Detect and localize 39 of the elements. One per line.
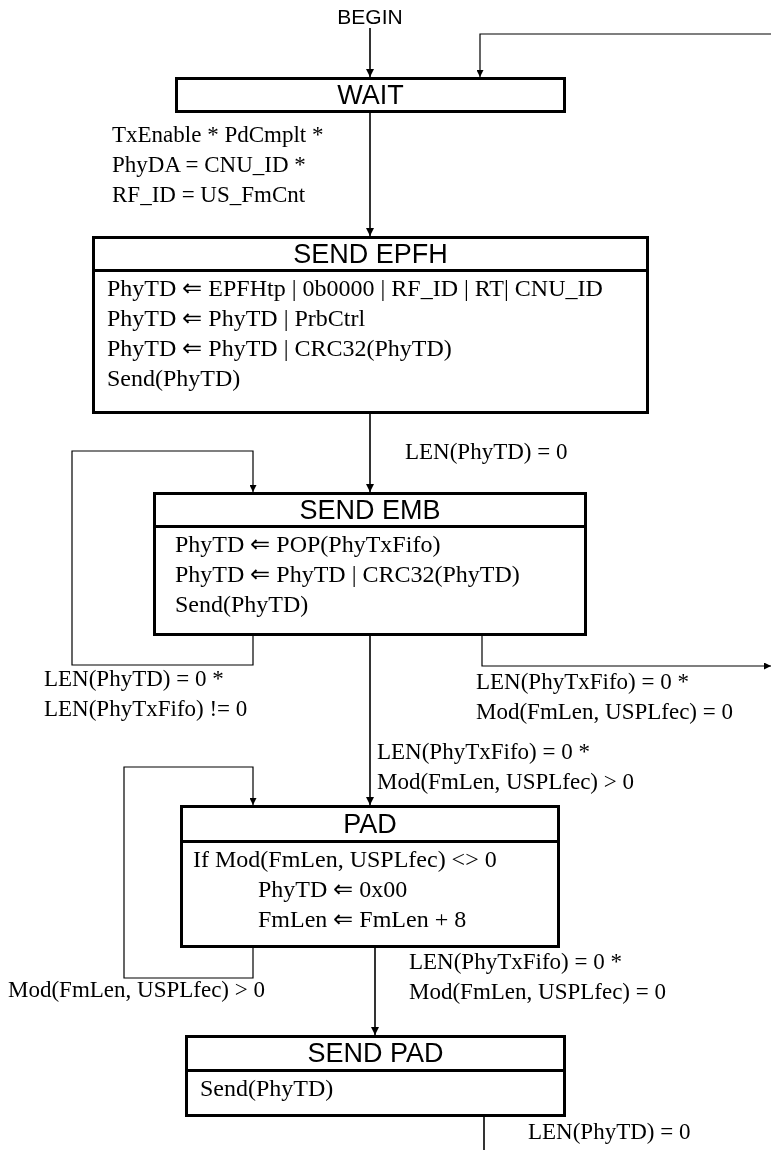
edge-label: LEN(PhyTxFifo) = 0 * Mod(FmLen, USPLfec) = 0 (476, 668, 734, 726)
state-box (153, 492, 587, 636)
state-box (180, 805, 560, 948)
arrow (481, 635, 771, 670)
state-title: PAD (183, 808, 557, 843)
state-title: WAIT (336, 80, 405, 110)
edge-label: LEN(PhyTxFifo) = 0 * Mod(FmLen, USPLfec) > 0 (377, 738, 635, 796)
edge-label: LEN(PhyTD) = 0 * LEN(PhyTxFifo) != 0 (44, 665, 249, 723)
start-label: BEGIN (330, 6, 410, 28)
state-box (175, 77, 566, 113)
state-box (185, 1035, 566, 1117)
arrow (476, 33, 771, 78)
state-box (92, 236, 649, 414)
arrow (366, 27, 374, 78)
arrow (371, 947, 379, 1036)
state-action: PhyTD ⇐ PhyTD | CRC32(PhyTD) (107, 334, 452, 363)
state-action: Send(PhyTD) (200, 1074, 334, 1103)
state-action: PhyTD ⇐ PhyTD | PrbCtrl (107, 304, 366, 333)
edge-label: LEN(PhyTxFifo) = 0 * Mod(FmLen, USPLfec) = 0 (409, 948, 667, 1006)
edge-label: Mod(FmLen, USPLfec) > 0 (8, 976, 266, 1004)
state-action: PhyTD ⇐ PhyTD | CRC32(PhyTD) (175, 560, 520, 589)
edge-label: TxEnable * PdCmplt * PhyDA = CNU_ID * RF_ID = US_FmCnt (112, 121, 325, 209)
state-action: PhyTD ⇐ EPFHtp | 0b0000 | RF_ID | RT| CNU_ID (107, 274, 603, 303)
state-action: PhyTD ⇐ POP(PhyTxFifo) (175, 530, 441, 559)
arrow (366, 413, 374, 493)
arrow (366, 112, 374, 237)
arrow (71, 450, 257, 666)
state-action: PhyTD ⇐ 0x00 (258, 875, 408, 904)
arrow (366, 635, 374, 806)
state-title: SEND EMB (156, 495, 584, 528)
state-action: If Mod(FmLen, USPLfec) <> 0 (193, 845, 497, 874)
state-action: Send(PhyTD) (175, 590, 309, 619)
state-action: Send(PhyTD) (107, 364, 241, 393)
edge-label: LEN(PhyTD) = 0 (528, 1118, 692, 1146)
state-title: SEND EPFH (95, 239, 646, 272)
arrow (123, 766, 257, 979)
state-title: SEND PAD (188, 1038, 563, 1072)
state-action: FmLen ⇐ FmLen + 8 (258, 905, 467, 934)
edge-label: LEN(PhyTD) = 0 (405, 438, 569, 466)
